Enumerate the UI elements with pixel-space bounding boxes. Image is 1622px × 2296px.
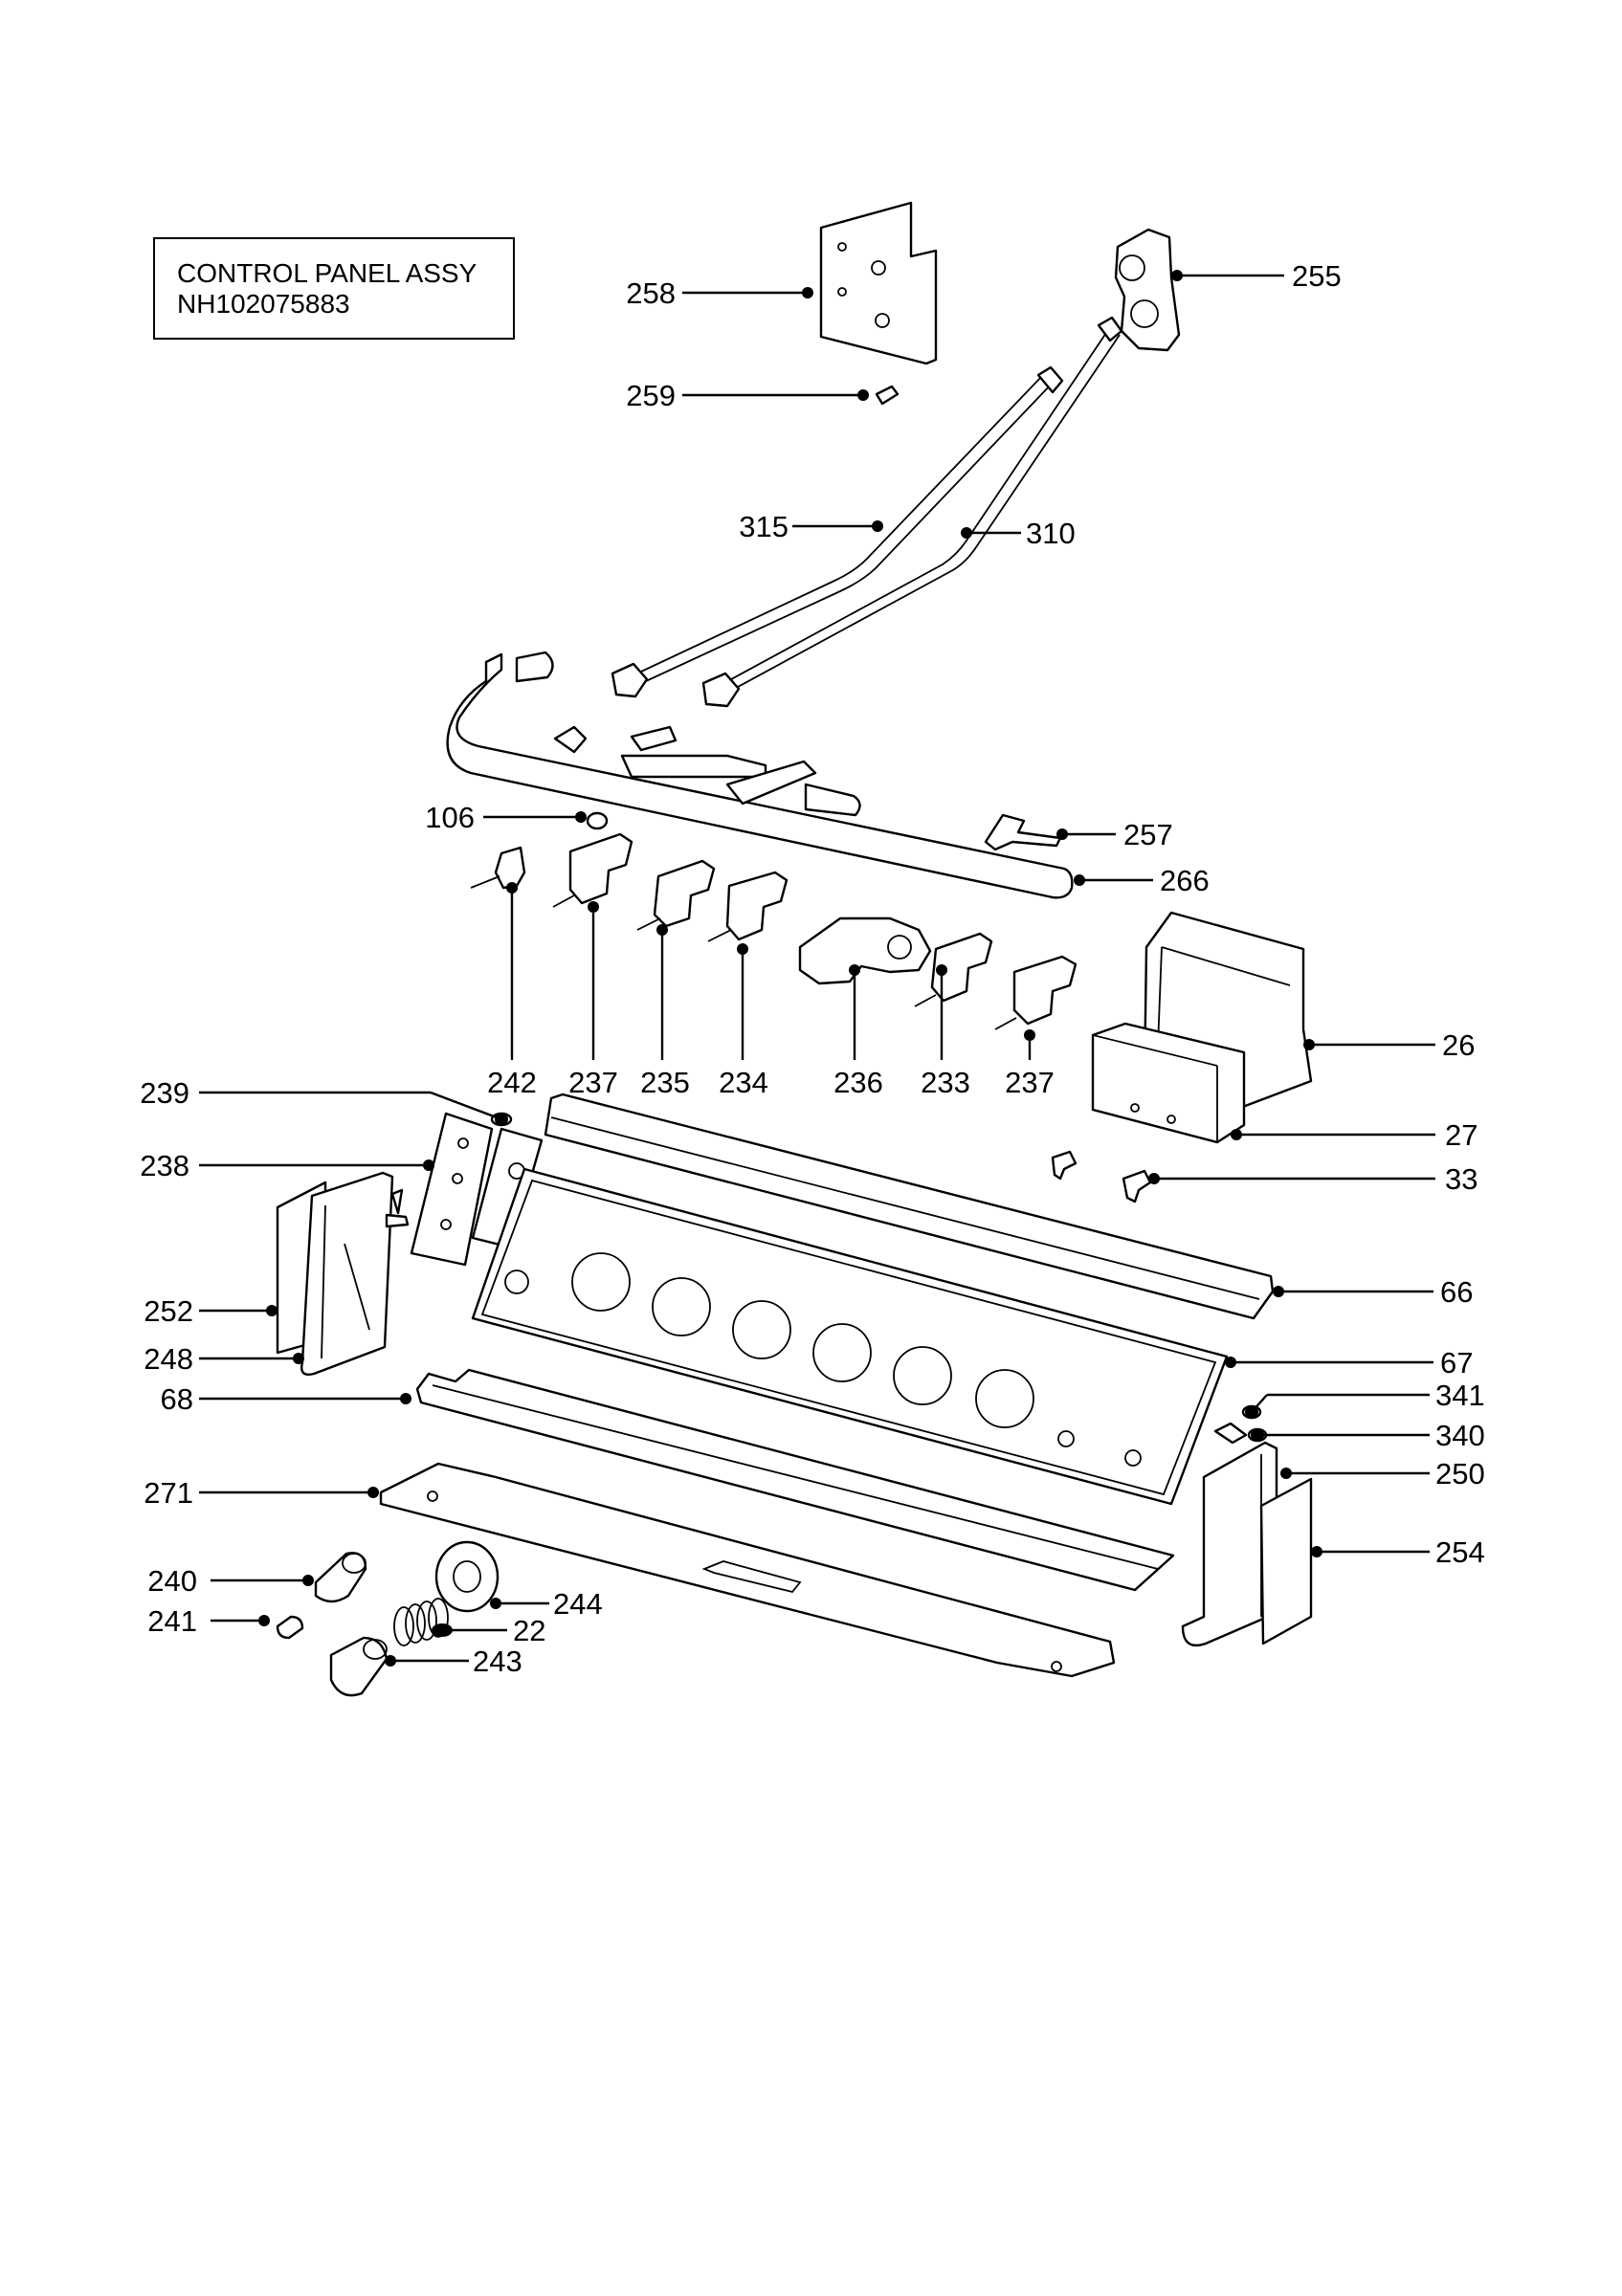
callout-257: 257	[1123, 818, 1173, 851]
part-241-insert	[276, 1615, 304, 1640]
callout-266: 266	[1160, 864, 1210, 897]
callout-234: 234	[719, 1066, 768, 1099]
callout-237-right: 237	[1005, 1066, 1055, 1099]
part-315-pipe	[611, 365, 1064, 698]
part-22-spring	[393, 1598, 449, 1646]
callout-237-left: 237	[568, 1066, 618, 1099]
callout-250: 250	[1435, 1457, 1485, 1490]
part-68-lower-strip	[415, 1368, 1175, 1592]
callout-252: 252	[144, 1294, 193, 1328]
callout-310: 310	[1026, 517, 1076, 550]
part-242-switch	[470, 846, 526, 890]
callout-238: 238	[140, 1149, 189, 1182]
callout-67: 67	[1440, 1346, 1473, 1380]
callout-259: 259	[626, 379, 676, 412]
callout-315: 315	[739, 510, 789, 543]
callout-27: 27	[1445, 1118, 1478, 1152]
part-33-screw	[1051, 1150, 1152, 1203]
callout-labels: 258 259 255 315 310 106 257 266 242 237 …	[140, 259, 1484, 1678]
part-233-tap	[914, 932, 993, 1007]
leader-lines	[199, 270, 1435, 1667]
callout-26: 26	[1442, 1028, 1475, 1062]
part-257-clip	[984, 813, 1062, 851]
part-271-base-strip	[379, 1462, 1116, 1678]
part-254-end-card	[1259, 1477, 1313, 1645]
part-310-pipe	[701, 316, 1123, 708]
callout-248: 248	[144, 1342, 193, 1376]
part-258-bracket	[819, 201, 938, 365]
part-240-knob	[314, 1552, 367, 1603]
part-27-module	[1091, 1022, 1246, 1144]
callout-255: 255	[1292, 259, 1342, 293]
callout-33: 33	[1445, 1162, 1478, 1196]
part-106-nut	[586, 811, 609, 830]
part-266-manifold	[446, 651, 1074, 899]
part-237-tap-right	[994, 955, 1078, 1030]
callout-235: 235	[640, 1066, 690, 1099]
callout-340: 340	[1435, 1419, 1485, 1452]
part-235-tap	[636, 859, 716, 931]
part-236-tap-thermostat	[798, 916, 932, 985]
assembly-part-number: NH102075883	[177, 289, 350, 319]
callout-106: 106	[425, 801, 475, 834]
callout-233: 233	[921, 1066, 970, 1099]
part-255-valve	[1114, 228, 1181, 352]
callout-258: 258	[626, 276, 676, 310]
callout-244: 244	[553, 1587, 603, 1621]
callout-239: 239	[140, 1076, 189, 1110]
part-244-bezel	[434, 1540, 500, 1613]
assembly-title: CONTROL PANEL ASSY	[177, 258, 478, 288]
part-234-tap	[707, 871, 789, 942]
part-259-screw	[875, 385, 900, 406]
part-243-knob	[329, 1636, 389, 1697]
callout-241: 241	[147, 1604, 197, 1638]
callout-254: 254	[1435, 1535, 1485, 1569]
callout-236: 236	[833, 1066, 883, 1099]
callout-66: 66	[1440, 1275, 1473, 1309]
callout-242: 242	[487, 1066, 537, 1099]
part-237-tap-left	[552, 832, 633, 908]
callout-243: 243	[473, 1645, 522, 1678]
assembly-title-box: CONTROL PANEL ASSY NH102075883	[153, 237, 515, 340]
callout-341: 341	[1435, 1379, 1485, 1412]
callout-22: 22	[513, 1614, 545, 1647]
part-67-fascia	[471, 1167, 1229, 1506]
part-248-end-bracket	[300, 1171, 410, 1376]
callout-68: 68	[161, 1382, 193, 1416]
callout-271: 271	[144, 1476, 193, 1510]
callout-240: 240	[147, 1564, 197, 1598]
part-238-plate	[410, 1112, 494, 1267]
